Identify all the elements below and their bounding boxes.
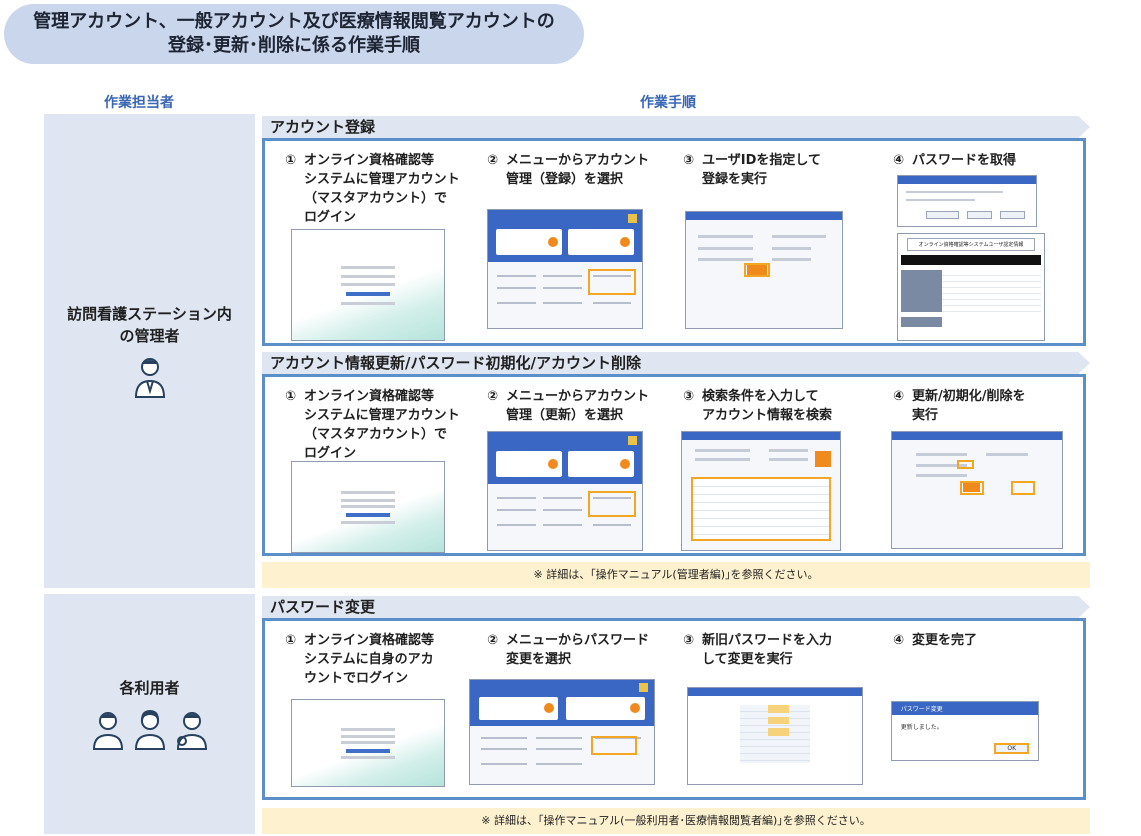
user-cert-screenshot: オンライン資格確認等システムユーザ認定情報 (897, 233, 1045, 341)
page-title-line1: 管理アカウント、一般アカウント及び医療情報閲覧アカウントの (33, 11, 555, 32)
password-dialog-screenshot (897, 175, 1037, 227)
menu-screenshot (487, 431, 643, 551)
login-screenshot (291, 699, 445, 787)
change-password-screenshot (687, 687, 863, 785)
actor-admin-label-2: の管理者 (119, 327, 180, 345)
search-form-screenshot (681, 431, 841, 551)
menu-screenshot (487, 209, 643, 329)
actor-admin-label-1: 訪問看護ステーション内 (67, 305, 232, 323)
actor-users-label: 各利用者 (119, 679, 180, 697)
complete-dialog-title: パスワード変更 (900, 705, 943, 713)
section-update-title: アカウント情報更新/パスワード初期化/アカウント削除 (262, 352, 1090, 374)
login-screenshot (291, 229, 445, 341)
ok-button[interactable]: OK (994, 742, 1030, 755)
header-worker: 作業担当者 (104, 95, 174, 111)
update-form-screenshot (891, 431, 1063, 549)
section-password-title: パスワード変更 (262, 596, 1090, 618)
password-complete-dialog: パスワード変更 更新しました。 OK (891, 701, 1039, 761)
user-manual-note: ※ 詳細は、｢操作マニュアル(一般利用者･医療情報閲覧者編)｣を参照ください。 (262, 808, 1090, 834)
admin-manual-note: ※ 詳細は、｢操作マニュアル(管理者編)｣を参照ください。 (262, 562, 1090, 588)
section-register-title: アカウント登録 (262, 116, 1090, 138)
user-cert-banner: オンライン資格確認等システムユーザ認定情報 (906, 238, 1036, 251)
actor-admin-cell: 訪問看護ステーション内 の管理者 (44, 114, 255, 588)
menu-screenshot (469, 679, 655, 785)
page-title: 管理アカウント、一般アカウント及び医療情報閲覧アカウントの 登録･更新･削除に係… (4, 4, 584, 64)
login-screenshot (291, 461, 445, 553)
register-form-screenshot (685, 211, 843, 329)
actor-users-cell: 各利用者 (44, 594, 255, 834)
person-group-icon (92, 710, 207, 750)
page-title-line2: 登録･更新･削除に係る作業手順 (168, 35, 420, 56)
complete-dialog-message: 更新しました。 (900, 723, 943, 731)
person-icon (134, 358, 165, 398)
header-procedure: 作業手順 (640, 95, 696, 111)
